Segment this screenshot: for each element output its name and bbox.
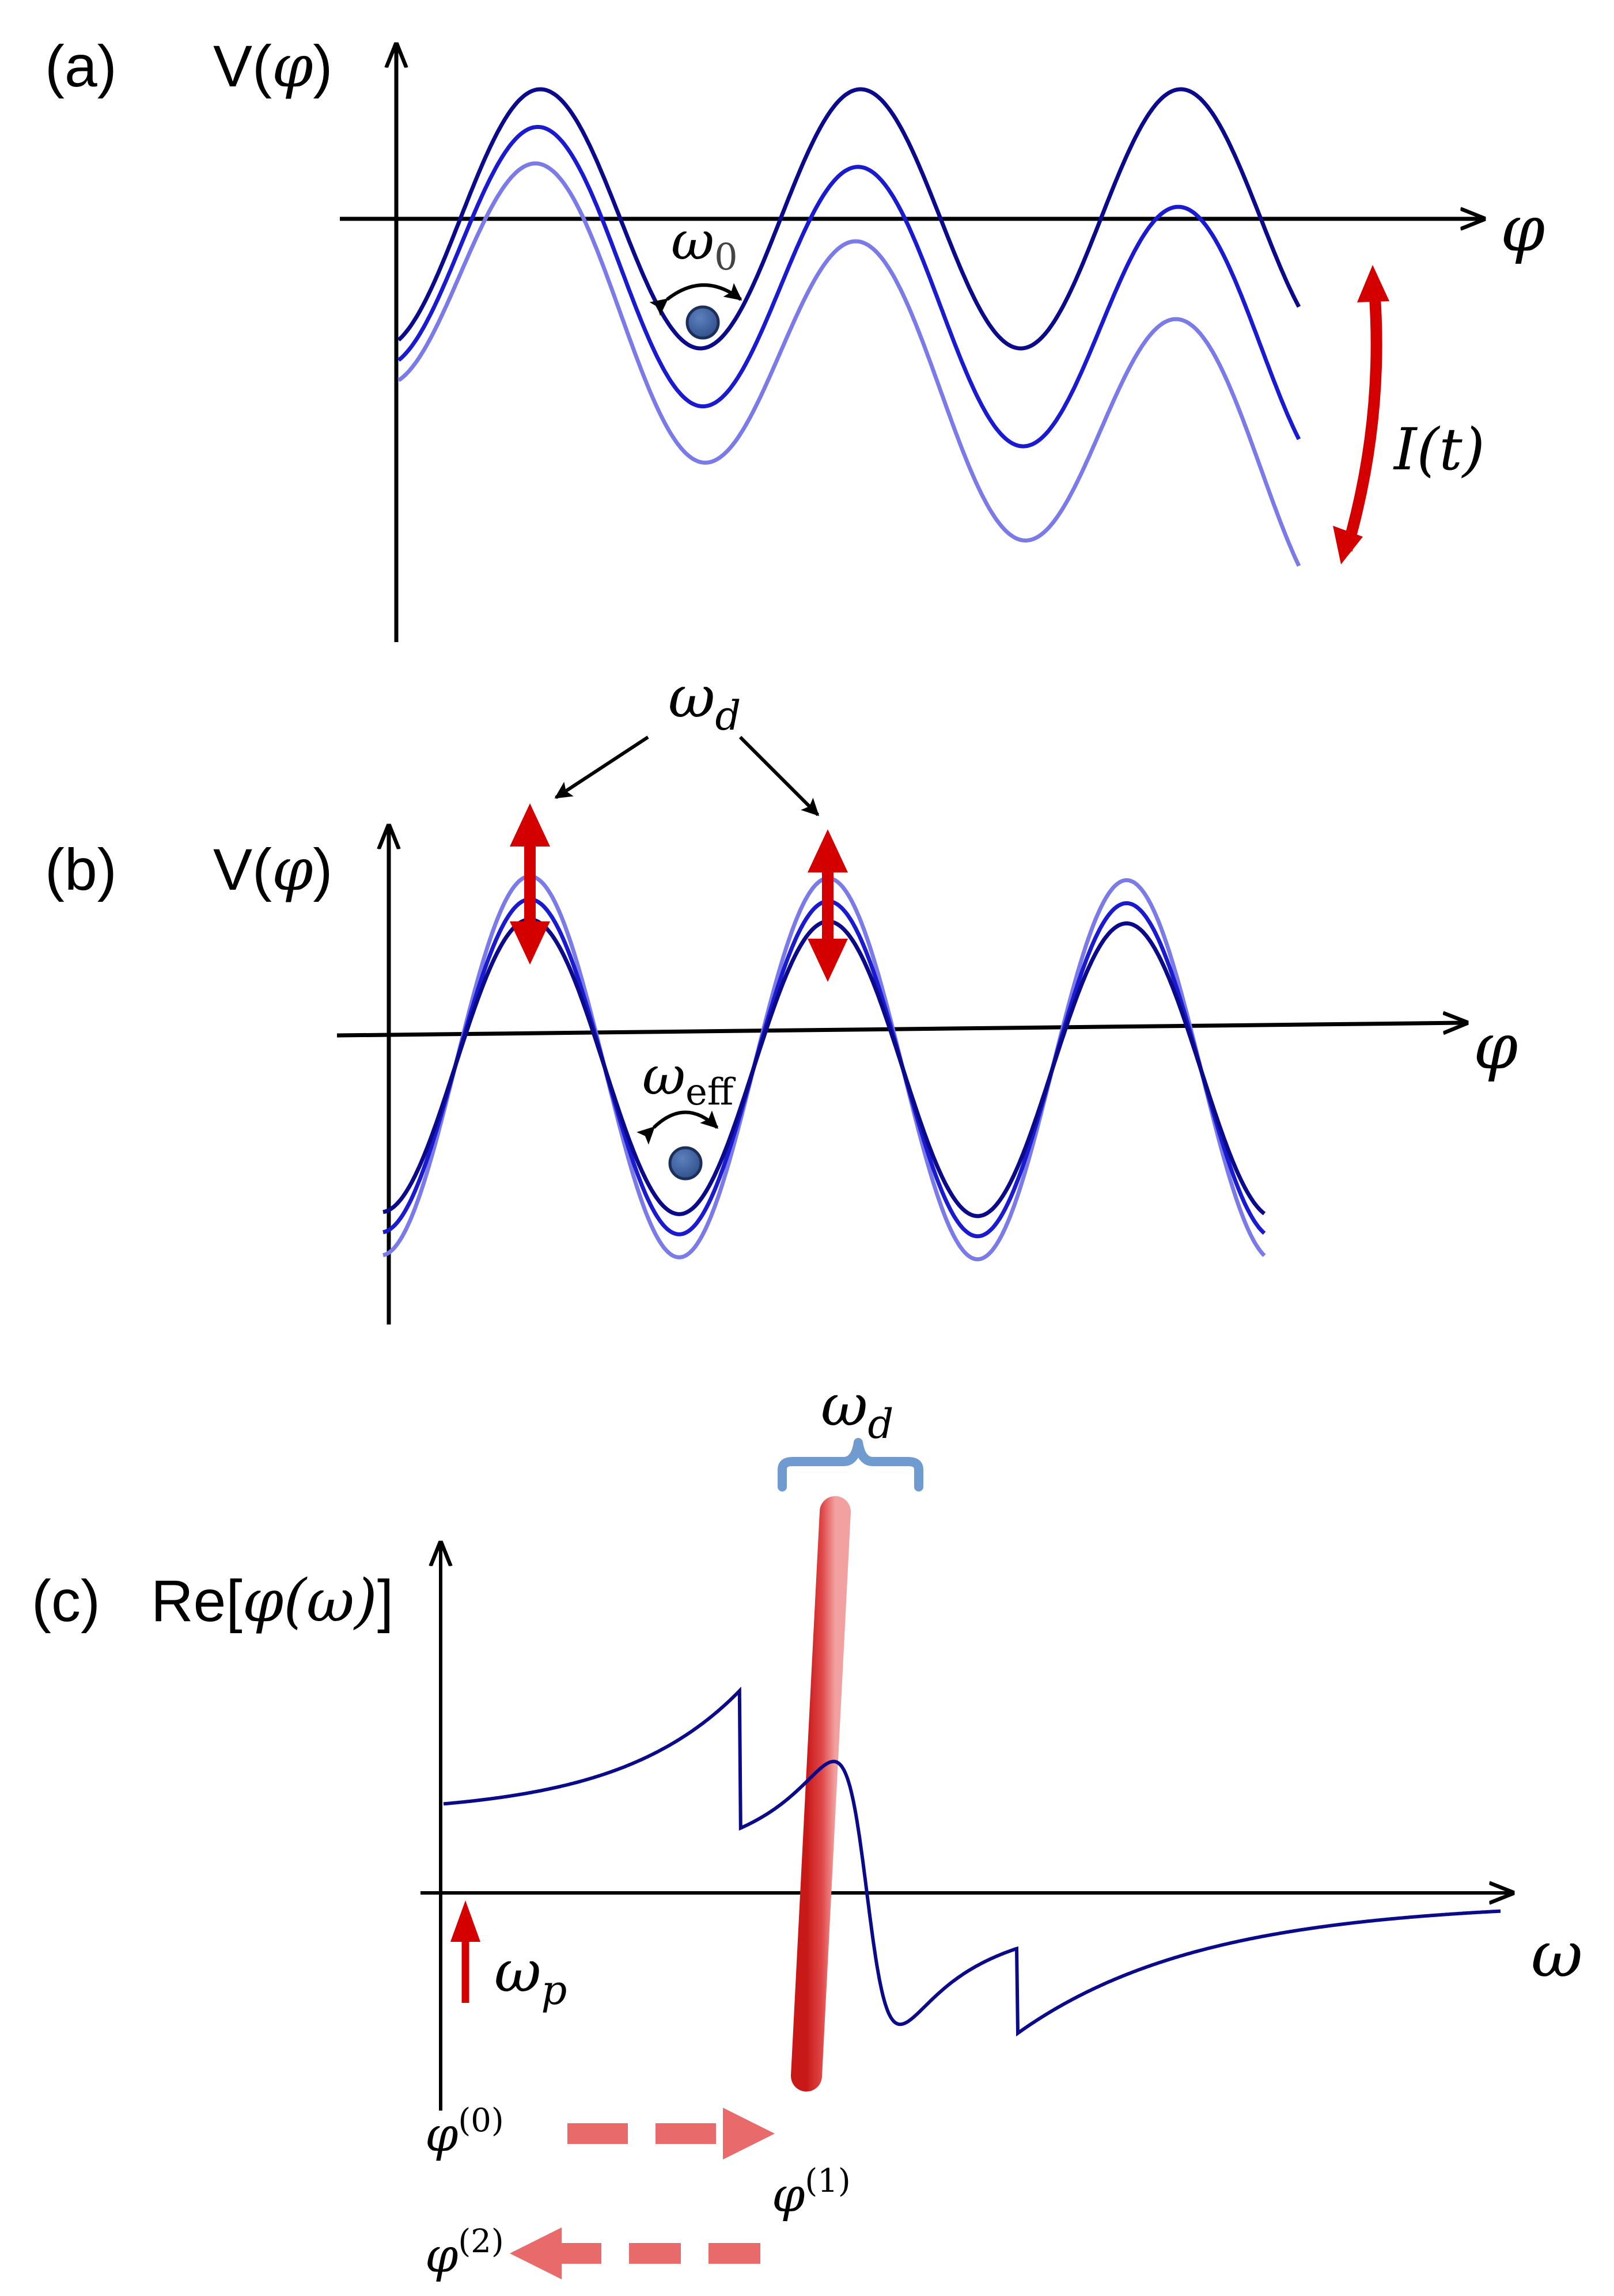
panel-a-current-arrowhead-top — [1357, 265, 1389, 302]
panel-a-potential-dark — [397, 87, 1301, 351]
panel-c-pump-arrow — [450, 1900, 480, 2003]
panel-a-omega0-label: ω0 — [671, 210, 738, 279]
panel-a-potential-light — [397, 161, 1301, 567]
panel-b-pointer-left — [554, 735, 649, 799]
panel-a-oscillation-arrow — [649, 283, 742, 316]
panel-c-response-curve — [443, 1686, 1501, 2037]
panel-b-omega-d-label: ωd — [668, 663, 741, 739]
panel-a-label: (a) — [45, 33, 117, 99]
panel-a: (a) V(φ) φ ω0 I(t) — [45, 32, 1545, 642]
panel-b-pointer-right — [738, 735, 820, 817]
panel-b-oscillation-arrow — [636, 1110, 719, 1145]
panel-c-brace — [778, 1438, 923, 1492]
panel-c-phi1-label: φ(1) — [772, 2162, 851, 2223]
panel-a-potential-mid — [397, 124, 1301, 449]
panel-c-red-band — [791, 1496, 851, 2092]
panel-a-particle — [685, 305, 720, 340]
panel-c-phi2-label: φ(2) — [425, 2223, 504, 2283]
panel-b-y-axis-label: V(φ) — [213, 836, 332, 904]
panel-c-arrow-phi0-to-phi1 — [567, 2108, 775, 2160]
panel-c-x-axis-label: ω — [1531, 1918, 1583, 1991]
panel-c-phi0-label: φ(0) — [425, 2102, 504, 2162]
panel-c-label: (c) — [32, 1568, 100, 1634]
panel-b-x-axis-label: φ — [1473, 1010, 1518, 1083]
panel-b-omega-eff-label: ωeff — [642, 1045, 736, 1114]
panel-a-current-arrow — [1341, 282, 1382, 552]
panel-c: (c) Re[φ(ω)] ω ωd ωp φ(0) φ(1) — [32, 1372, 1583, 2283]
panel-c-omega-p-label: ωp — [494, 1938, 567, 2014]
panel-b-particle — [668, 1146, 703, 1181]
panel-b-x-axis — [336, 1023, 1466, 1038]
panel-a-x-axis-label: φ — [1501, 192, 1545, 265]
panel-c-arrow-phi1-to-phi2 — [510, 2227, 760, 2279]
panel-a-current-arrowhead-bottom — [1333, 526, 1363, 564]
panel-b-drive-arrow-left — [510, 803, 550, 965]
panel-b: (b) V(φ) φ ωd ωeff — [45, 663, 1518, 1325]
panel-b-label: (b) — [45, 837, 117, 902]
panel-c-y-axis-label: Re[φ(ω)] — [151, 1567, 393, 1635]
panel-b-drive-arrow-right — [808, 829, 848, 982]
panel-c-omega-d-label: ωd — [821, 1372, 893, 1448]
panel-a-current-label: I(t) — [1393, 416, 1485, 483]
panel-a-y-axis-label: V(φ) — [213, 32, 332, 101]
